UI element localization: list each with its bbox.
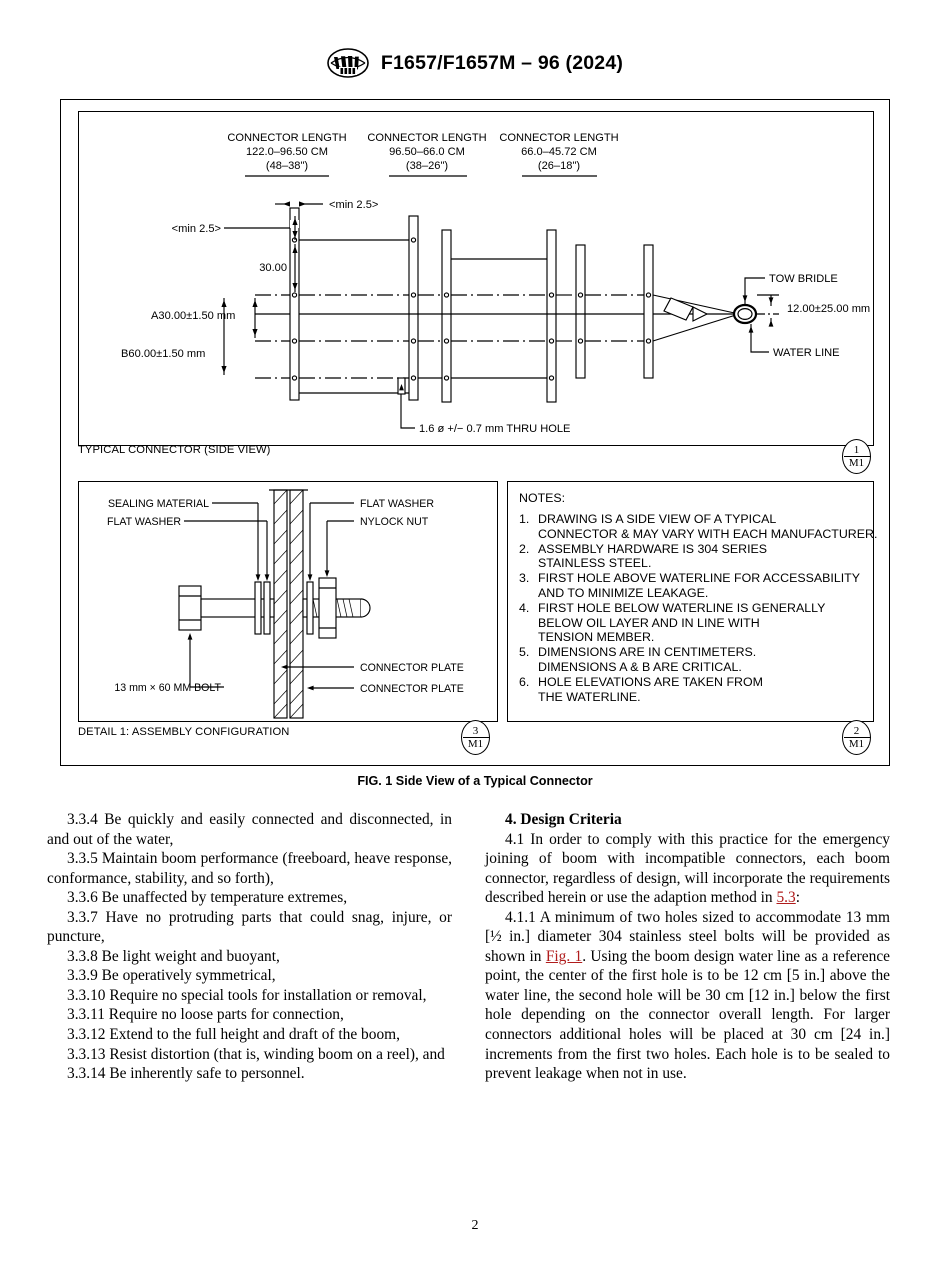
clause-4-1-text-b: : xyxy=(795,889,801,907)
xref-fig-1[interactable]: Fig. 1 xyxy=(545,947,583,965)
bridle-offset-label: 12.00±25.00 mm xyxy=(787,303,870,315)
connector-side-view-drawing: CONNECTOR LENGTH 122.0–96.50 CM (48–38")… xyxy=(121,132,870,435)
drawing-badge-2: 2 M1 xyxy=(842,720,871,755)
note-number: 2. xyxy=(519,541,530,556)
note-item: 4. FIRST HOLE BELOW WATERLINE IS GENERALL… xyxy=(519,601,863,645)
page-number: 2 xyxy=(471,1218,479,1233)
badge-divider xyxy=(843,737,870,738)
clause-3-3-9: 3.3.9 Be operatively symmetrical, xyxy=(67,967,276,985)
connector-plate-1-label: CONNECTOR PLATE xyxy=(360,662,464,674)
badge-number: 3 xyxy=(472,724,479,737)
badge-divider xyxy=(462,737,489,738)
detail-panel-caption: DETAIL 1: ASSEMBLY CONFIGURATION xyxy=(78,726,290,738)
dim-min-top: <min 2.5> xyxy=(329,199,378,211)
note-number: 5. xyxy=(519,645,530,660)
clause-3-3-4: 3.3.4 Be quickly and easily connected an… xyxy=(47,811,452,848)
connector-length-1-metric: 122.0–96.50 CM xyxy=(246,146,328,158)
thru-hole-label: 1.6 ø +/− 0.7 mm THRU HOLE xyxy=(419,423,570,435)
notes-title: NOTES: xyxy=(519,491,566,505)
connector-plate-2-label: CONNECTOR PLATE xyxy=(360,683,464,695)
drawing-badge-3: 3 M1 xyxy=(461,720,490,755)
clause-3-3-12: 3.3.12 Extend to the full height and dra… xyxy=(67,1026,400,1044)
body-left-column: 3.3.4 Be quickly and easily connected an… xyxy=(47,810,452,1084)
connector-length-1-imperial: (48–38") xyxy=(266,160,308,172)
connector-length-2-title: CONNECTOR LENGTH xyxy=(367,132,486,144)
badge-sheet: M1 xyxy=(848,738,865,750)
badge-number: 2 xyxy=(853,724,860,737)
badge-divider xyxy=(843,456,870,457)
assembly-detail-panel: SEALING MATERIAL FLAT WASHER FLAT WASHER… xyxy=(78,481,498,722)
page-header: F1657/F1657M – 96 (2024) xyxy=(0,48,950,78)
standard-designation: F1657/F1657M – 96 (2024) xyxy=(380,51,624,74)
clause-4-1-text-a: 4.1 In order to comply with this practic… xyxy=(485,830,890,907)
nylock-nut-label: NYLOCK NUT xyxy=(360,516,429,528)
clause-3-3-10: 3.3.10 Require no special tools for inst… xyxy=(67,986,427,1004)
connector-length-1-title: CONNECTOR LENGTH xyxy=(227,132,346,144)
clause-4-1: 4.1 In order to comply with this practic… xyxy=(485,830,890,908)
main-panel-caption: TYPICAL CONNECTOR (SIDE VIEW) xyxy=(78,444,271,456)
note-number: 1. xyxy=(519,512,530,526)
badge-sheet: M1 xyxy=(848,457,865,469)
clause-3-3-13: 3.3.13 Resist distortion (that is, windi… xyxy=(67,1045,445,1063)
clause-4-1-1-text-a: 4.1.1 A minimum of two holes sized to ac… xyxy=(485,908,890,965)
note-number: 4. xyxy=(519,601,530,616)
clause-3-3-14: 3.3.14 Be inherently safe to personnel. xyxy=(67,1065,305,1083)
assembly-configuration-drawing: SEALING MATERIAL FLAT WASHER FLAT WASHER… xyxy=(107,489,464,719)
dim-a-label: A30.00±1.50 mm xyxy=(151,310,235,322)
typical-connector-drawing-panel: CONNECTOR LENGTH 122.0–96.50 CM (48–38")… xyxy=(78,111,874,446)
note-text: FIRST HOLE ABOVE WATERLINE FOR ACCESSABI… xyxy=(538,571,861,600)
clause-3-3-11: 3.3.11 Require no loose parts for connec… xyxy=(67,1006,344,1024)
flat-washer-left-label: FLAT WASHER xyxy=(107,516,181,528)
figure-1-frame: CONNECTOR LENGTH 122.0–96.50 CM (48–38")… xyxy=(60,99,890,766)
connector-length-3-metric: 66.0–45.72 CM xyxy=(521,146,597,158)
connector-length-3-imperial: (26–18") xyxy=(538,160,580,172)
clause-3-3-5: 3.3.5 Maintain boom performance (freeboa… xyxy=(47,850,452,887)
clause-4-1-1: 4.1.1 A minimum of two holes sized to ac… xyxy=(485,908,890,1084)
bolt-label: 13 mm × 60 MM BOLT xyxy=(114,682,221,694)
connector-length-3-title: CONNECTOR LENGTH xyxy=(499,132,618,144)
tow-bridle-label: TOW BRIDLE xyxy=(769,273,838,285)
astm-logo-icon xyxy=(327,48,369,78)
clause-3-3-8: 3.3.8 Be light weight and buoyant, xyxy=(67,947,280,965)
note-number: 6. xyxy=(519,675,530,690)
notes-panel: NOTES: 1. DRAWING IS A SIDE VIEW OF A TYP… xyxy=(507,481,877,722)
water-line-label: WATER LINE xyxy=(773,347,840,359)
flat-washer-right-label: FLAT WASHER xyxy=(360,498,434,510)
figure-caption: FIG. 1 Side View of a Typical Connector xyxy=(357,774,593,788)
body-right-column: 4. Design Criteria 4.1 In order to compl… xyxy=(485,810,890,1084)
note-number: 3. xyxy=(519,571,530,586)
badge-sheet: M1 xyxy=(467,738,484,750)
note-item: 5. DIMENSIONS ARE IN CENTIMETERS.DIMENSIO… xyxy=(519,645,863,674)
sealing-material-label: SEALING MATERIAL xyxy=(108,498,209,510)
connector-length-2-imperial: (38–26") xyxy=(406,160,448,172)
dim-b-label: B60.00±1.50 mm xyxy=(121,348,205,360)
drawing-badge-1: 1 M1 xyxy=(842,439,871,474)
clause-3-3-6: 3.3.6 Be unaffected by temperature extre… xyxy=(67,889,348,907)
xref-5-3[interactable]: 5.3 xyxy=(776,889,796,907)
dim-spacing: 30.00 xyxy=(259,262,287,274)
note-item: 3. FIRST HOLE ABOVE WATERLINE FOR ACCESSA… xyxy=(519,571,863,600)
clause-3-3-7: 3.3.7 Have no protruding parts that coul… xyxy=(47,908,452,946)
dim-min-left: <min 2.5> xyxy=(172,223,221,235)
section-4-heading: 4. Design Criteria xyxy=(505,811,622,828)
connector-length-2-metric: 96.50–66.0 CM xyxy=(389,146,465,158)
note-text: DIMENSIONS ARE IN CENTIMETERS.DIMENSIONS… xyxy=(538,645,757,674)
badge-number: 1 xyxy=(853,443,860,456)
clause-4-1-1-text-b: . Using the boom design water line as a … xyxy=(485,947,890,1083)
